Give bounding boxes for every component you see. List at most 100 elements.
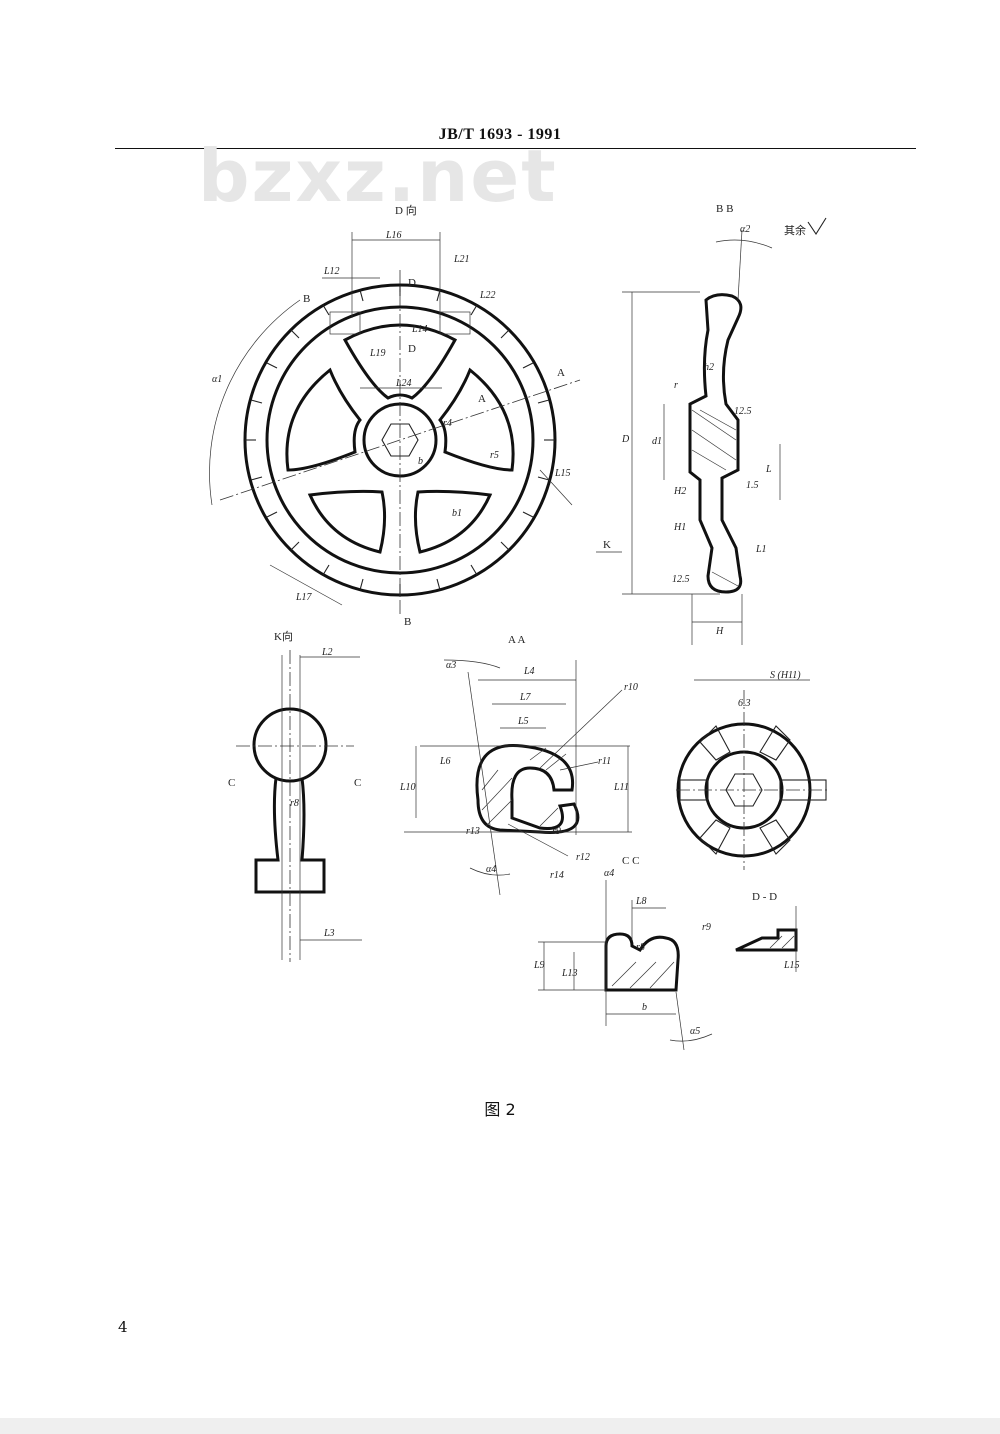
label-12-5b: 12.5 (672, 574, 690, 585)
opening-right (438, 367, 515, 472)
opening-lower-left (307, 489, 387, 554)
label-a1: α1 (212, 374, 222, 385)
rim-slot-left (329, 311, 361, 335)
label-r14: r14 (550, 870, 564, 881)
dim-a4-arc (469, 867, 511, 876)
label-l11: L11 (613, 782, 629, 793)
label-b-c: b (642, 1002, 647, 1013)
label-l15: L15 (554, 468, 571, 479)
hex-hub-detail: S (H11) 6.3 (676, 670, 830, 870)
b-section-profile (688, 293, 743, 594)
centerline-diagonal (219, 379, 581, 501)
draft-line-a (467, 671, 501, 896)
label-r12: r12 (576, 852, 590, 863)
d-section-hatch (769, 935, 795, 949)
label-r: r (674, 380, 678, 391)
label-r8: r8 (290, 798, 299, 809)
label-l4: L4 (523, 666, 535, 677)
draft-line (737, 229, 743, 301)
rim-slot-right (439, 311, 471, 335)
label-r4: r4 (443, 418, 452, 429)
label-d-top: D (408, 277, 416, 289)
roughness-symbol (807, 217, 827, 236)
b-section-hatch (691, 409, 739, 587)
label-c-left: C (228, 777, 235, 789)
label-l8: L8 (635, 896, 647, 907)
label-d1: d1 (652, 436, 662, 447)
label-r5: r5 (490, 450, 499, 461)
d-section-profile (735, 928, 798, 952)
label-a3: α3 (446, 660, 456, 671)
label-r8-c: r8 (636, 942, 645, 953)
label-l7: L7 (519, 692, 532, 703)
label-b-bottom: B (404, 616, 411, 628)
a-section-title: A A (508, 634, 525, 646)
label-l10: L10 (399, 782, 416, 793)
label-r10: r10 (624, 682, 638, 693)
standard-code-header: JB/T 1693 - 1991 (438, 126, 562, 143)
label-l16: L16 (385, 230, 402, 241)
d-view-handwheel: D 向 (209, 203, 581, 628)
label-a-right: A (557, 367, 565, 379)
k-view-title: K向 (274, 629, 293, 643)
dim-a3-arc (443, 659, 501, 669)
dim-a1-arc (209, 299, 301, 506)
c-section-hatch (611, 961, 675, 989)
label-k: K (603, 539, 611, 551)
b-b-section: B B 其余 D d1 L 1.5 H2 (596, 203, 827, 645)
k-view: K向 L2 L3 C C r8 (228, 629, 362, 962)
a-a-section: A A L4 L7 (399, 634, 638, 896)
label-r9: r9 (552, 826, 561, 837)
label-l1: L1 (755, 544, 767, 555)
label-l15-d: L15 (783, 960, 800, 971)
dim-l17-line (269, 564, 343, 606)
label-b: b (418, 456, 423, 467)
label-l13: L13 (561, 968, 578, 979)
label-12-5a: 12.5 (734, 406, 752, 417)
label-l24: L24 (395, 378, 412, 389)
label-h2-small: h2 (704, 362, 714, 373)
dim-a2-arc (715, 239, 773, 249)
leader-r12 (507, 823, 569, 857)
label-r13: r13 (466, 826, 480, 837)
label-6-3: 6.3 (738, 698, 751, 709)
label-l12: L12 (323, 266, 340, 277)
label-b-top: B (303, 293, 310, 305)
a-section-profile (475, 743, 580, 834)
label-l5: L5 (517, 716, 529, 727)
dim-a5-arc (669, 1033, 713, 1042)
d-d-section: D - D L15 (735, 891, 800, 972)
leader-r10 (539, 689, 623, 769)
label-a-inner: A (478, 393, 486, 405)
label-l2: L2 (321, 647, 333, 658)
label-l22: L22 (479, 290, 496, 301)
d-section-title: D - D (752, 891, 777, 903)
label-l: L (765, 464, 772, 475)
opening-lower-right (413, 489, 493, 554)
page-number: 4 (118, 1318, 128, 1336)
label-a4-c: α4 (604, 868, 614, 879)
label-h: H (715, 626, 724, 637)
header-rule (115, 148, 916, 149)
figure-caption: 图 2 (484, 1100, 516, 1119)
label-h1: H1 (673, 522, 686, 533)
label-a5: α5 (690, 1026, 700, 1037)
watermark: bzxz.net (198, 134, 558, 218)
label-d-mid: D (408, 343, 416, 355)
roughness-note: 其余 (784, 223, 806, 237)
label-l17: L17 (295, 592, 313, 603)
label-h2: H2 (673, 486, 686, 497)
label-l19: L19 (369, 348, 386, 359)
label-l21: L21 (453, 254, 470, 265)
label-d: D (621, 434, 630, 445)
footer-band (0, 1418, 1000, 1434)
b-section-title: B B (716, 203, 733, 215)
label-l6: L6 (439, 756, 451, 767)
label-s-h11: S (H11) (770, 670, 801, 681)
c-section-title: C C (622, 855, 639, 867)
c-section-profile (604, 932, 680, 992)
label-l3: L3 (323, 928, 335, 939)
label-1-5: 1.5 (746, 480, 759, 491)
